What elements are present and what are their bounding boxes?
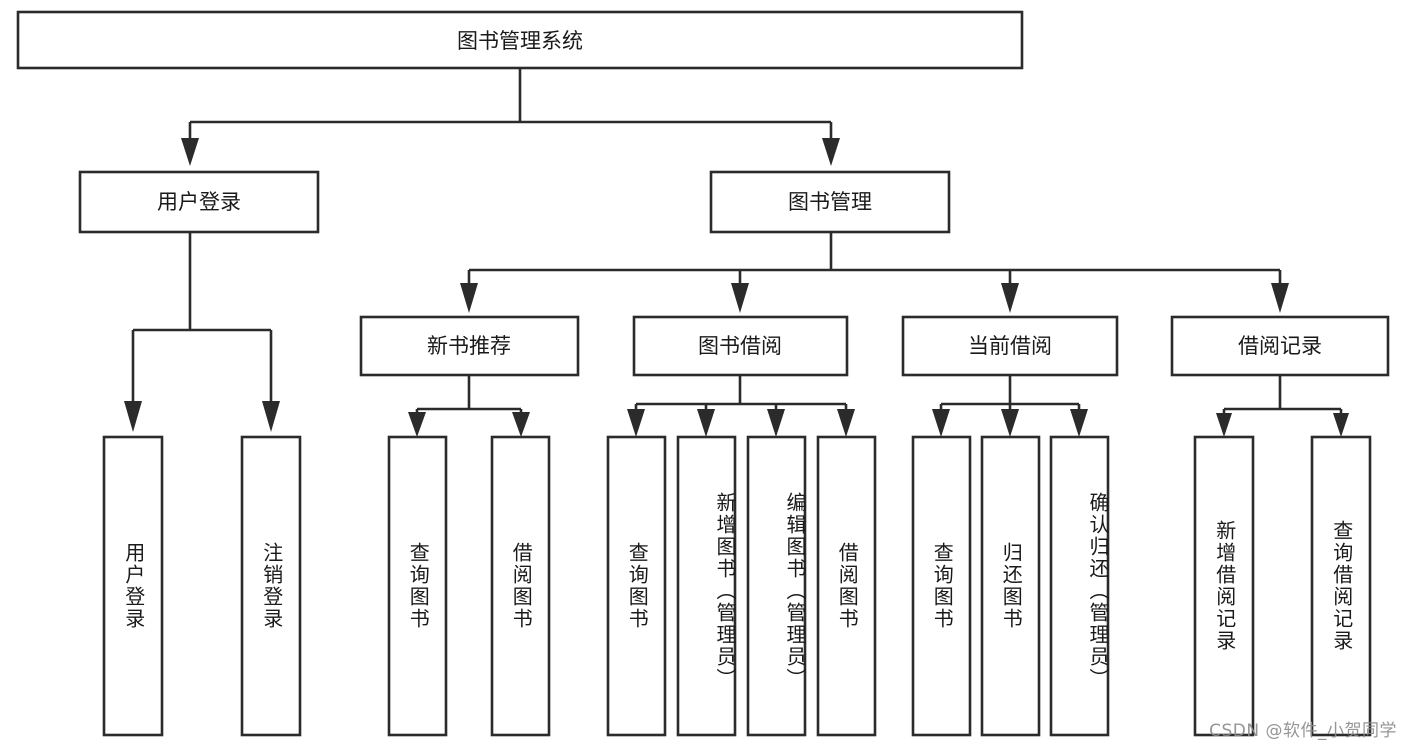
arrow-head-bb-leaf1 (627, 409, 645, 437)
arrow-head-cb-leaf2 (1001, 409, 1019, 437)
node-book-manage-label: 图书管理 (788, 190, 872, 214)
arrow-head-book-borrow (731, 283, 749, 313)
arrow-head-book-manage (822, 138, 840, 166)
node-root[interactable] (16, 10, 1024, 70)
arrow-head-nb-leaf1 (408, 412, 426, 437)
leaf-box-cb-query-book[interactable] (911, 435, 972, 737)
arrow-head-leaf-logout (262, 401, 280, 432)
node-current-borrow[interactable] (901, 315, 1119, 377)
node-borrow-records[interactable] (1170, 315, 1390, 377)
arrow-head-current-borrow (1001, 283, 1019, 313)
node-new-book-recommend[interactable] (359, 315, 580, 377)
arrow-head-br-leaf1 (1216, 413, 1232, 437)
node-user-login[interactable] (78, 170, 320, 234)
arrow-head-br-leaf2 (1333, 413, 1349, 437)
arrow-head-borrow-records (1271, 283, 1289, 313)
connector-group-current-borrow-to-leaves (932, 375, 1088, 437)
connector-group-user-login-to-leaves (124, 232, 280, 432)
arrow-head-nb-leaf2 (512, 412, 530, 437)
connector-group-root-to-level2 (181, 68, 840, 166)
connector-group-book-manage-to-level3 (460, 232, 1289, 313)
arrow-head-cb-leaf1 (932, 409, 950, 437)
node-root-label: 图书管理系统 (457, 29, 583, 53)
connector-group-borrow-records-to-leaves (1216, 375, 1349, 437)
node-book-borrow[interactable] (632, 315, 849, 377)
arrow-head-leaf-user-login (124, 401, 142, 432)
node-current-borrow-label: 当前借阅 (968, 334, 1052, 358)
node-book-borrow-label: 图书借阅 (698, 334, 782, 358)
node-book-manage[interactable] (709, 170, 951, 234)
leaf-box-br-query-record[interactable] (1310, 435, 1372, 737)
arrow-head-bb-leaf3 (767, 409, 785, 437)
arrow-head-user-login (181, 138, 199, 166)
arrow-head-cb-leaf3 (1070, 409, 1088, 437)
leaf-box-bb-edit-book[interactable] (746, 435, 807, 737)
node-new-book-recommend-label: 新书推荐 (427, 334, 511, 358)
arrow-head-bb-leaf4 (837, 409, 855, 437)
connector-group-book-borrow-to-leaves (627, 375, 855, 437)
connector-group-new-book-to-leaves (408, 375, 530, 437)
leaf-box-nb-borrow-book[interactable] (490, 435, 551, 737)
node-borrow-records-label: 借阅记录 (1238, 334, 1322, 358)
leaf-box-cb-confirm-return[interactable] (1049, 435, 1110, 737)
leaf-box-bb-query-book[interactable] (606, 435, 667, 737)
leaf-box-br-add-record[interactable] (1193, 435, 1255, 737)
leaf-box-nb-query-book[interactable] (387, 435, 448, 737)
arrow-head-new-book (460, 283, 478, 313)
node-user-login-label: 用户登录 (157, 190, 241, 214)
leaf-box-bb-borrow-book[interactable] (816, 435, 877, 737)
arrow-head-bb-leaf2 (697, 409, 715, 437)
leaf-box-cb-return-book[interactable] (980, 435, 1041, 737)
leaf-box-bb-add-book[interactable] (676, 435, 737, 737)
leaf-box-logout[interactable] (240, 435, 302, 737)
leaf-box-user-login[interactable] (102, 435, 164, 737)
csdn-watermark: CSDN @软件_小贺同学 (1209, 721, 1397, 741)
